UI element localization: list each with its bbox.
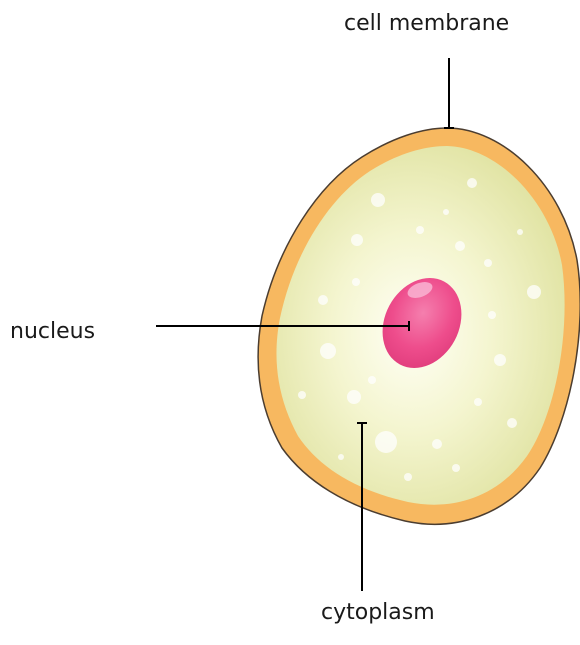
cytoplasm-label: cytoplasm [321, 602, 435, 624]
cell-membrane-label: cell membrane [344, 13, 509, 35]
membrane-leader [444, 58, 454, 128]
nucleus-label: nucleus [10, 321, 95, 343]
